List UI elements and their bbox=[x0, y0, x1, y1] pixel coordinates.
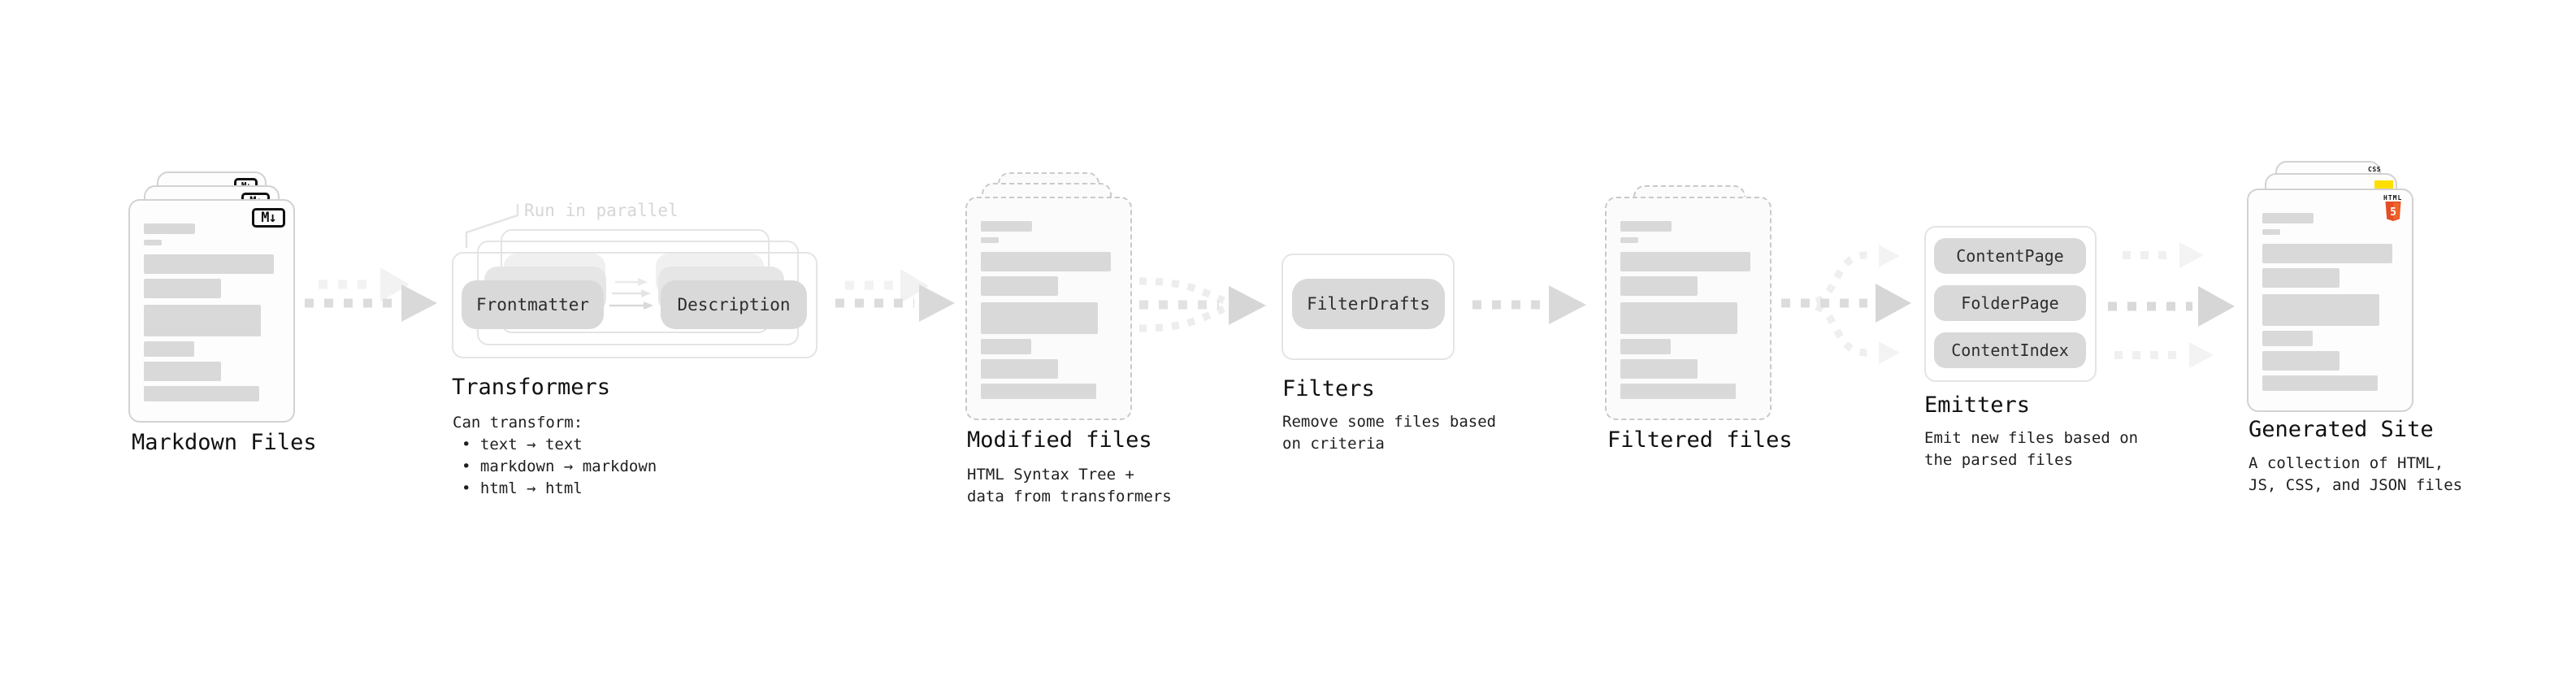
doc-content-placeholder bbox=[2262, 213, 2398, 391]
doc-content-placeholder bbox=[1620, 221, 1756, 399]
placeholder-text-bar bbox=[144, 279, 222, 298]
run-in-parallel-note: Run in parallel bbox=[524, 201, 679, 220]
stage-filtered-files bbox=[1605, 185, 1800, 424]
placeholder-text-bar bbox=[981, 384, 1096, 399]
transformers-description: Can transform: • text → text • markdown … bbox=[453, 412, 657, 500]
placeholder-text-bar bbox=[981, 252, 1112, 271]
contentindex-pill-label: ContentIndex bbox=[1951, 340, 2069, 360]
text-line: JS, CSS, and JSON files bbox=[2249, 476, 2463, 494]
placeholder-text-bar bbox=[144, 386, 259, 401]
folderpage-pill-label: FolderPage bbox=[1961, 293, 2059, 313]
placeholder-text-bar bbox=[2262, 268, 2340, 288]
placeholder-text-bar bbox=[2262, 375, 2378, 391]
placeholder-text-bar bbox=[2262, 294, 2379, 326]
arrow-filters-to-filtered bbox=[1472, 285, 1586, 324]
stage-markdown-files: M↓ M↓ M↓ bbox=[128, 171, 325, 423]
arrow-transformers-to-modified bbox=[835, 269, 955, 322]
stage-title-modified-files: Modified files bbox=[967, 427, 1152, 453]
placeholder-text-bar bbox=[144, 240, 162, 245]
stage-modified-files bbox=[965, 172, 1164, 424]
html5-logo-icon: HTML 5 bbox=[2383, 194, 2402, 222]
description-pill: Description bbox=[661, 280, 807, 329]
filters-description: Remove some files based on criteria bbox=[1282, 411, 1496, 455]
placeholder-text-bar bbox=[2262, 213, 2314, 223]
text-line: • html → html bbox=[462, 479, 583, 497]
placeholder-text-bar bbox=[1620, 339, 1671, 354]
placeholder-text-bar bbox=[1620, 221, 1672, 232]
arrow-filtered-to-emitters-diverge bbox=[1781, 245, 1911, 364]
placeholder-text-bar bbox=[2262, 351, 2340, 371]
placeholder-text-bar bbox=[1620, 359, 1698, 379]
placeholder-text-bar bbox=[1620, 237, 1638, 243]
contentpage-pill: ContentPage bbox=[1934, 238, 2086, 274]
placeholder-text-bar bbox=[1620, 276, 1698, 296]
description-pill-label: Description bbox=[677, 295, 791, 314]
placeholder-text-bar bbox=[1620, 252, 1751, 271]
text-line: • markdown → markdown bbox=[462, 458, 657, 475]
stage-title-filtered-files: Filtered files bbox=[1607, 427, 1793, 453]
text-line: HTML Syntax Tree + bbox=[967, 466, 1134, 484]
contentindex-pill: ContentIndex bbox=[1934, 332, 2086, 368]
text-line: the parsed files bbox=[1924, 451, 2074, 469]
text-line: • text → text bbox=[462, 436, 583, 453]
placeholder-text-bar bbox=[144, 305, 261, 336]
placeholder-text-bar bbox=[144, 341, 194, 357]
stage-generated-site: CSS HTML 5 bbox=[2247, 161, 2446, 413]
placeholder-text-bar bbox=[144, 223, 196, 234]
placeholder-text-bar bbox=[2262, 229, 2280, 235]
placeholder-text-bar bbox=[2262, 331, 2313, 346]
arrows-emitters-to-generated bbox=[2108, 242, 2235, 368]
placeholder-text-bar bbox=[144, 362, 222, 381]
text-line: data from transformers bbox=[967, 488, 1172, 505]
filterdrafts-pill: FilterDrafts bbox=[1292, 279, 1445, 329]
text-line: A collection of HTML, bbox=[2249, 454, 2444, 472]
placeholder-text-bar bbox=[2262, 244, 2393, 263]
text-line: Emit new files based on bbox=[1924, 429, 2139, 447]
placeholder-text-bar bbox=[1620, 302, 1737, 334]
stage-title-generated-site: Generated Site bbox=[2249, 417, 2434, 442]
html5-logo-number: 5 bbox=[2390, 206, 2396, 219]
contentpage-pill-label: ContentPage bbox=[1956, 246, 2064, 266]
css-file-icon-label: CSS bbox=[2368, 166, 2381, 173]
stage-title-transformers: Transformers bbox=[452, 375, 611, 400]
js-file-icon bbox=[2374, 180, 2393, 190]
placeholder-text-bar bbox=[981, 221, 1033, 232]
filtered-doc-front bbox=[1605, 197, 1772, 420]
stage-title-markdown-files: Markdown Files bbox=[132, 430, 317, 455]
text-line: Can transform: bbox=[453, 414, 583, 432]
placeholder-text-bar bbox=[981, 302, 1098, 334]
placeholder-text-bar bbox=[1620, 384, 1736, 399]
text-line: Remove some files based bbox=[1282, 413, 1497, 431]
stage-title-filters: Filters bbox=[1282, 376, 1375, 401]
html5-shield: 5 bbox=[2385, 202, 2401, 221]
markdown-logo-icon: M↓ bbox=[252, 208, 285, 228]
placeholder-text-bar bbox=[981, 339, 1031, 354]
folderpage-pill: FolderPage bbox=[1934, 285, 2086, 321]
transformer-box-front bbox=[452, 252, 817, 358]
doc-content-placeholder bbox=[981, 221, 1117, 399]
emitters-description: Emit new files based on the parsed files bbox=[1924, 427, 2138, 471]
frontmatter-pill: Frontmatter bbox=[462, 280, 604, 329]
placeholder-text-bar bbox=[144, 254, 275, 274]
generated-site-description: A collection of HTML, JS, CSS, and JSON … bbox=[2249, 453, 2462, 497]
placeholder-text-bar bbox=[981, 237, 999, 243]
stage-title-emitters: Emitters bbox=[1924, 393, 2031, 418]
filterdrafts-pill-label: FilterDrafts bbox=[1307, 294, 1430, 314]
placeholder-text-bar bbox=[981, 276, 1059, 296]
markdown-doc-front: M↓ bbox=[128, 199, 295, 423]
doc-content-placeholder bbox=[144, 223, 280, 401]
text-line: on criteria bbox=[1282, 435, 1385, 453]
placeholder-text-bar bbox=[981, 359, 1059, 379]
modified-files-description: HTML Syntax Tree + data from transformer… bbox=[967, 464, 1172, 508]
generated-doc-html: HTML 5 bbox=[2247, 189, 2413, 412]
modified-doc-front bbox=[965, 197, 1132, 420]
html5-logo-word: HTML bbox=[2383, 194, 2403, 202]
frontmatter-pill-label: Frontmatter bbox=[475, 295, 590, 314]
